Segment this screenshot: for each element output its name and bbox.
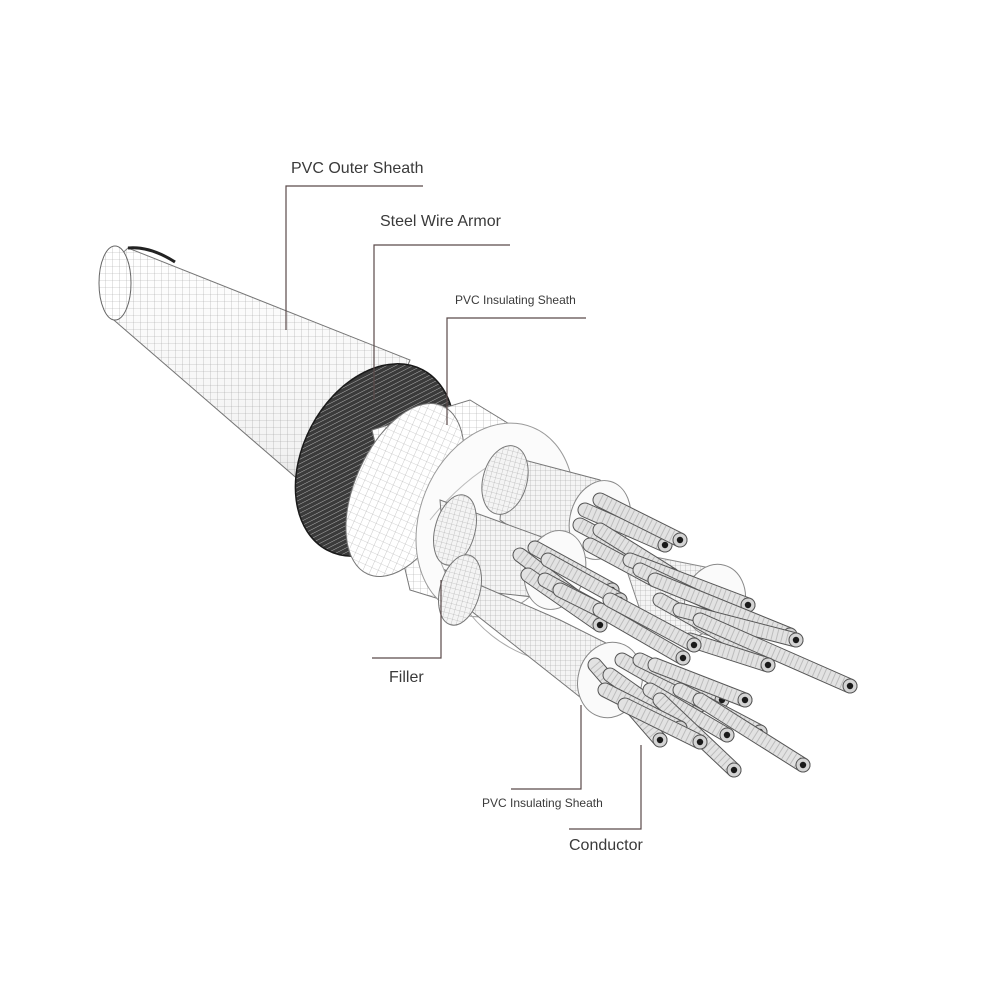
- leader-insulating-sheath-top: [446, 317, 586, 425]
- conductor-strand: [602, 592, 702, 653]
- conductor-strand: [692, 612, 858, 694]
- label-insulating-sheath-top: PVC Insulating Sheath: [455, 293, 576, 307]
- conductor-strand: [682, 632, 776, 673]
- label-conductor: Conductor: [569, 837, 643, 854]
- label-filler: Filler: [389, 669, 424, 686]
- leader-insulating-sheath-bottom: [511, 705, 582, 790]
- conductor-strand: [592, 602, 691, 666]
- conductor-strand: [592, 492, 688, 548]
- leader-filler: [372, 580, 442, 659]
- conductor-strands: [512, 492, 858, 778]
- conductor-strand: [647, 657, 753, 708]
- label-insulating-sheath-bottom: PVC Insulating Sheath: [482, 796, 603, 810]
- conductor-strand: [692, 692, 811, 773]
- leader-armor: [373, 244, 510, 400]
- leader-lines: [285, 185, 642, 830]
- leader-outer-sheath: [285, 185, 423, 330]
- leader-conductor: [569, 745, 642, 830]
- label-steel-wire-armor: Steel Wire Armor: [380, 213, 501, 230]
- label-outer-sheath: PVC Outer Sheath: [291, 160, 424, 177]
- conductor-strand: [617, 697, 708, 750]
